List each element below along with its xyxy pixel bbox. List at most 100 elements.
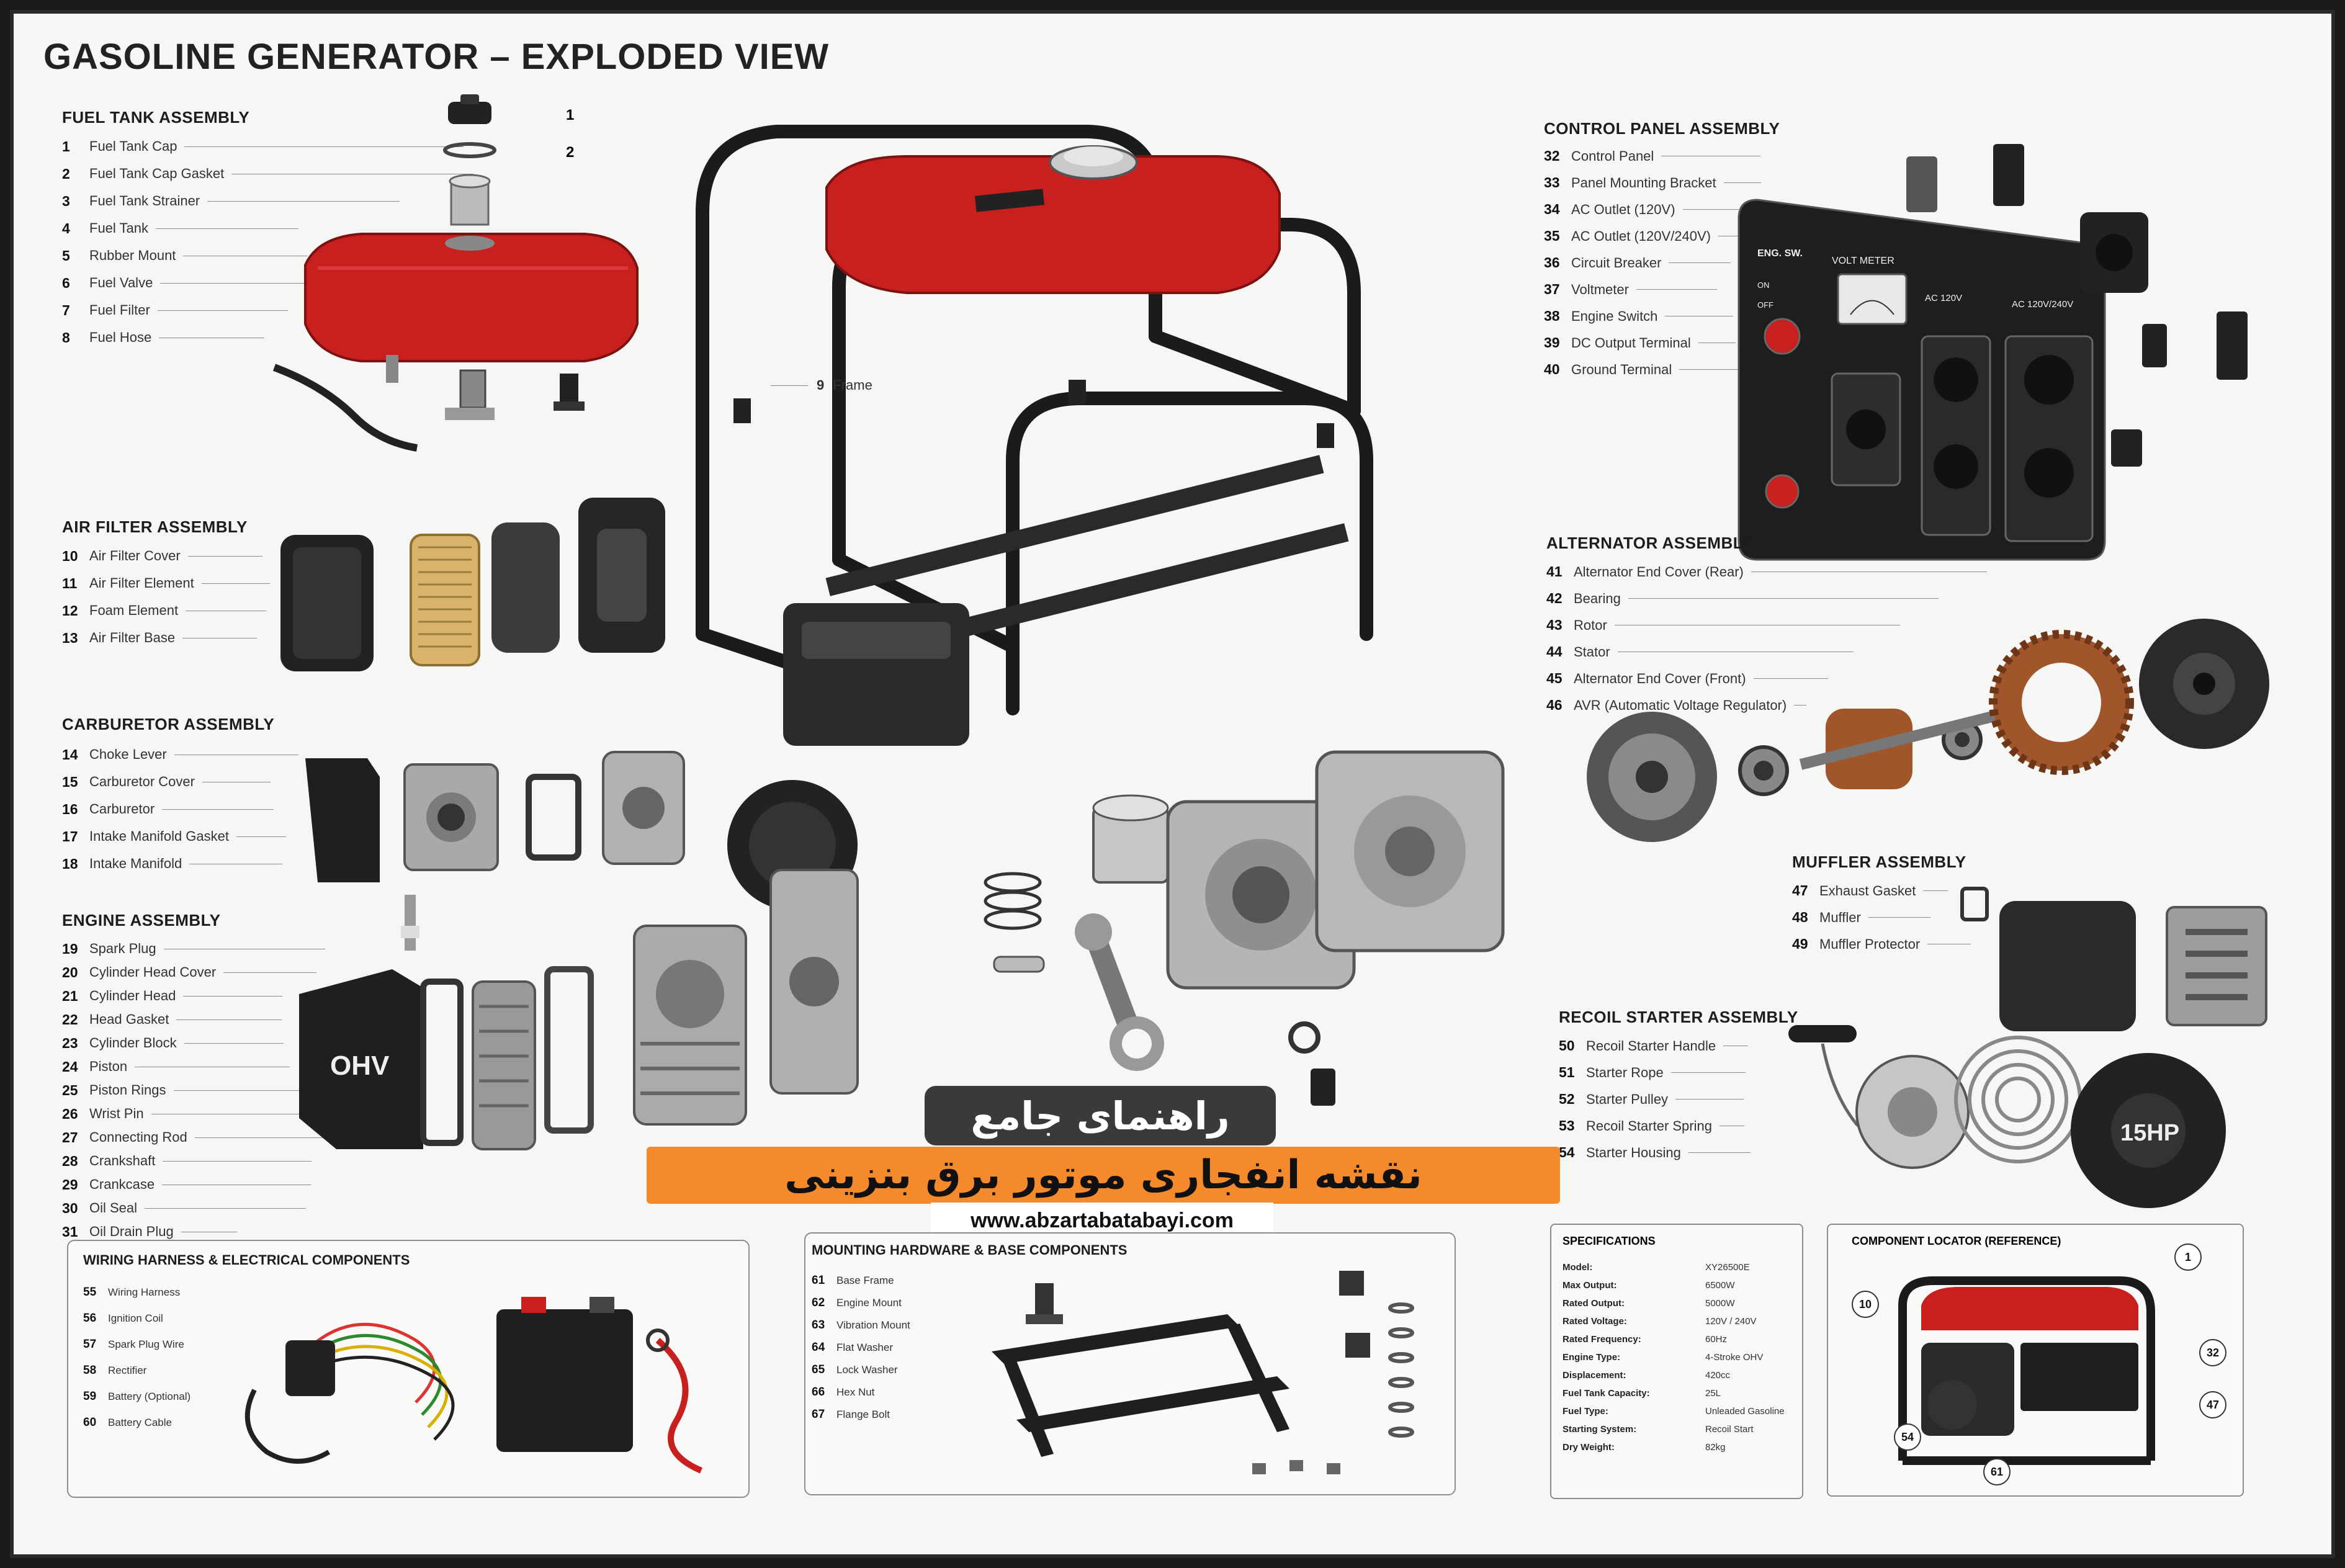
alternator-illustration	[1587, 619, 2269, 842]
locator-tank-icon	[1921, 1287, 2138, 1330]
carburetor-heading: CARBURETOR ASSEMBLY	[62, 715, 275, 733]
locator-callout-1: 1	[2174, 1243, 2202, 1271]
connecting-rod-icon	[1075, 913, 1164, 1071]
muffler-protector-icon	[2166, 906, 2267, 1026]
alternator-rear-cover-icon	[2139, 619, 2269, 749]
ac-120v-label: AC 120V	[1925, 293, 1963, 303]
off-label: OFF	[1757, 300, 1773, 310]
on-label: ON	[1757, 280, 1770, 290]
fuel-strainer-icon	[449, 174, 491, 226]
fuel-filter-icon	[386, 355, 398, 383]
specifications-box: SPECIFICATIONS Model:XY26500E Max Output…	[1550, 1224, 1803, 1499]
muffler-icon	[1999, 901, 2136, 1031]
choke-lever-icon	[305, 758, 380, 882]
crankcase-rear-icon	[1315, 750, 1505, 952]
fuel-cap-callout: 1	[566, 107, 575, 123]
starter-pulley-icon	[1855, 1055, 1970, 1169]
fuel-cap-icon	[448, 94, 491, 124]
ac-240v-label: AC 120V/240V	[2012, 299, 2074, 310]
battery-cable-icon	[646, 1328, 702, 1474]
rotor-icon	[1799, 709, 2001, 789]
engine-mount-icon	[1026, 1283, 1063, 1324]
starter-housing-icon: 15HP	[2071, 1053, 2226, 1208]
intake-manifold-gasket-icon	[526, 774, 581, 861]
spec-row: Rated Output:5000W	[1563, 1298, 1735, 1309]
switch-module-icon	[2142, 311, 2248, 380]
vibration-mount-icon	[733, 380, 1334, 448]
svg-text:OHV: OHV	[330, 1051, 390, 1081]
hex-nut-icon	[1252, 1460, 1340, 1474]
spec-row: Dry Weight:82kg	[1563, 1442, 1726, 1453]
recoil-heading: RECOIL STARTER ASSEMBLY	[1559, 1008, 1798, 1026]
base-rails-icon	[825, 455, 1349, 665]
page-title: GASOLINE GENERATOR – EXPLODED VIEW	[43, 37, 830, 77]
fuel-valve-icon	[445, 369, 495, 420]
fuel-tank-heading: FUEL TANK ASSEMBLY	[62, 108, 250, 127]
engine-heading: ENGINE ASSEMBLY	[62, 911, 221, 930]
banner-subtitle: راهنمای جامع	[925, 1086, 1276, 1145]
spark-plug-icon	[401, 895, 419, 951]
locator-heading: COMPONENT LOCATOR (REFERENCE)	[1852, 1235, 2061, 1247]
ac-outlet-120v-icon	[1921, 335, 1991, 536]
control-panel-heading: CONTROL PANEL ASSEMBLY	[1544, 119, 1780, 138]
specs-table: Model:XY26500E Max Output:6500W Rated Ou…	[1563, 1258, 1792, 1456]
cylinder-head-icon	[472, 980, 536, 1150]
recoil-illustration: 15HP	[1788, 1025, 2226, 1208]
vibration-mount-icon	[1339, 1271, 1370, 1358]
spec-row: Rated Voltage:120V / 240V	[1563, 1316, 1757, 1327]
air-filter-base-icon	[578, 498, 665, 653]
ignition-coil-icon	[285, 1340, 335, 1396]
outlet-module-icon	[1906, 144, 2024, 212]
dc-terminal-icon	[2111, 429, 2142, 467]
locator-callout-54: 54	[1894, 1423, 1921, 1451]
locator-callout-32: 32	[2199, 1339, 2226, 1366]
base-frame-icon	[992, 1314, 1289, 1457]
voltmeter-icon	[1837, 273, 1908, 325]
banner-title: نقشه انفجاری موتور برق بنزینی	[647, 1147, 1560, 1204]
crankcase-icon	[1166, 800, 1356, 990]
spec-row: Engine Type:4-Stroke OHV	[1563, 1352, 1764, 1363]
ground-terminal-icon	[1765, 474, 1800, 509]
